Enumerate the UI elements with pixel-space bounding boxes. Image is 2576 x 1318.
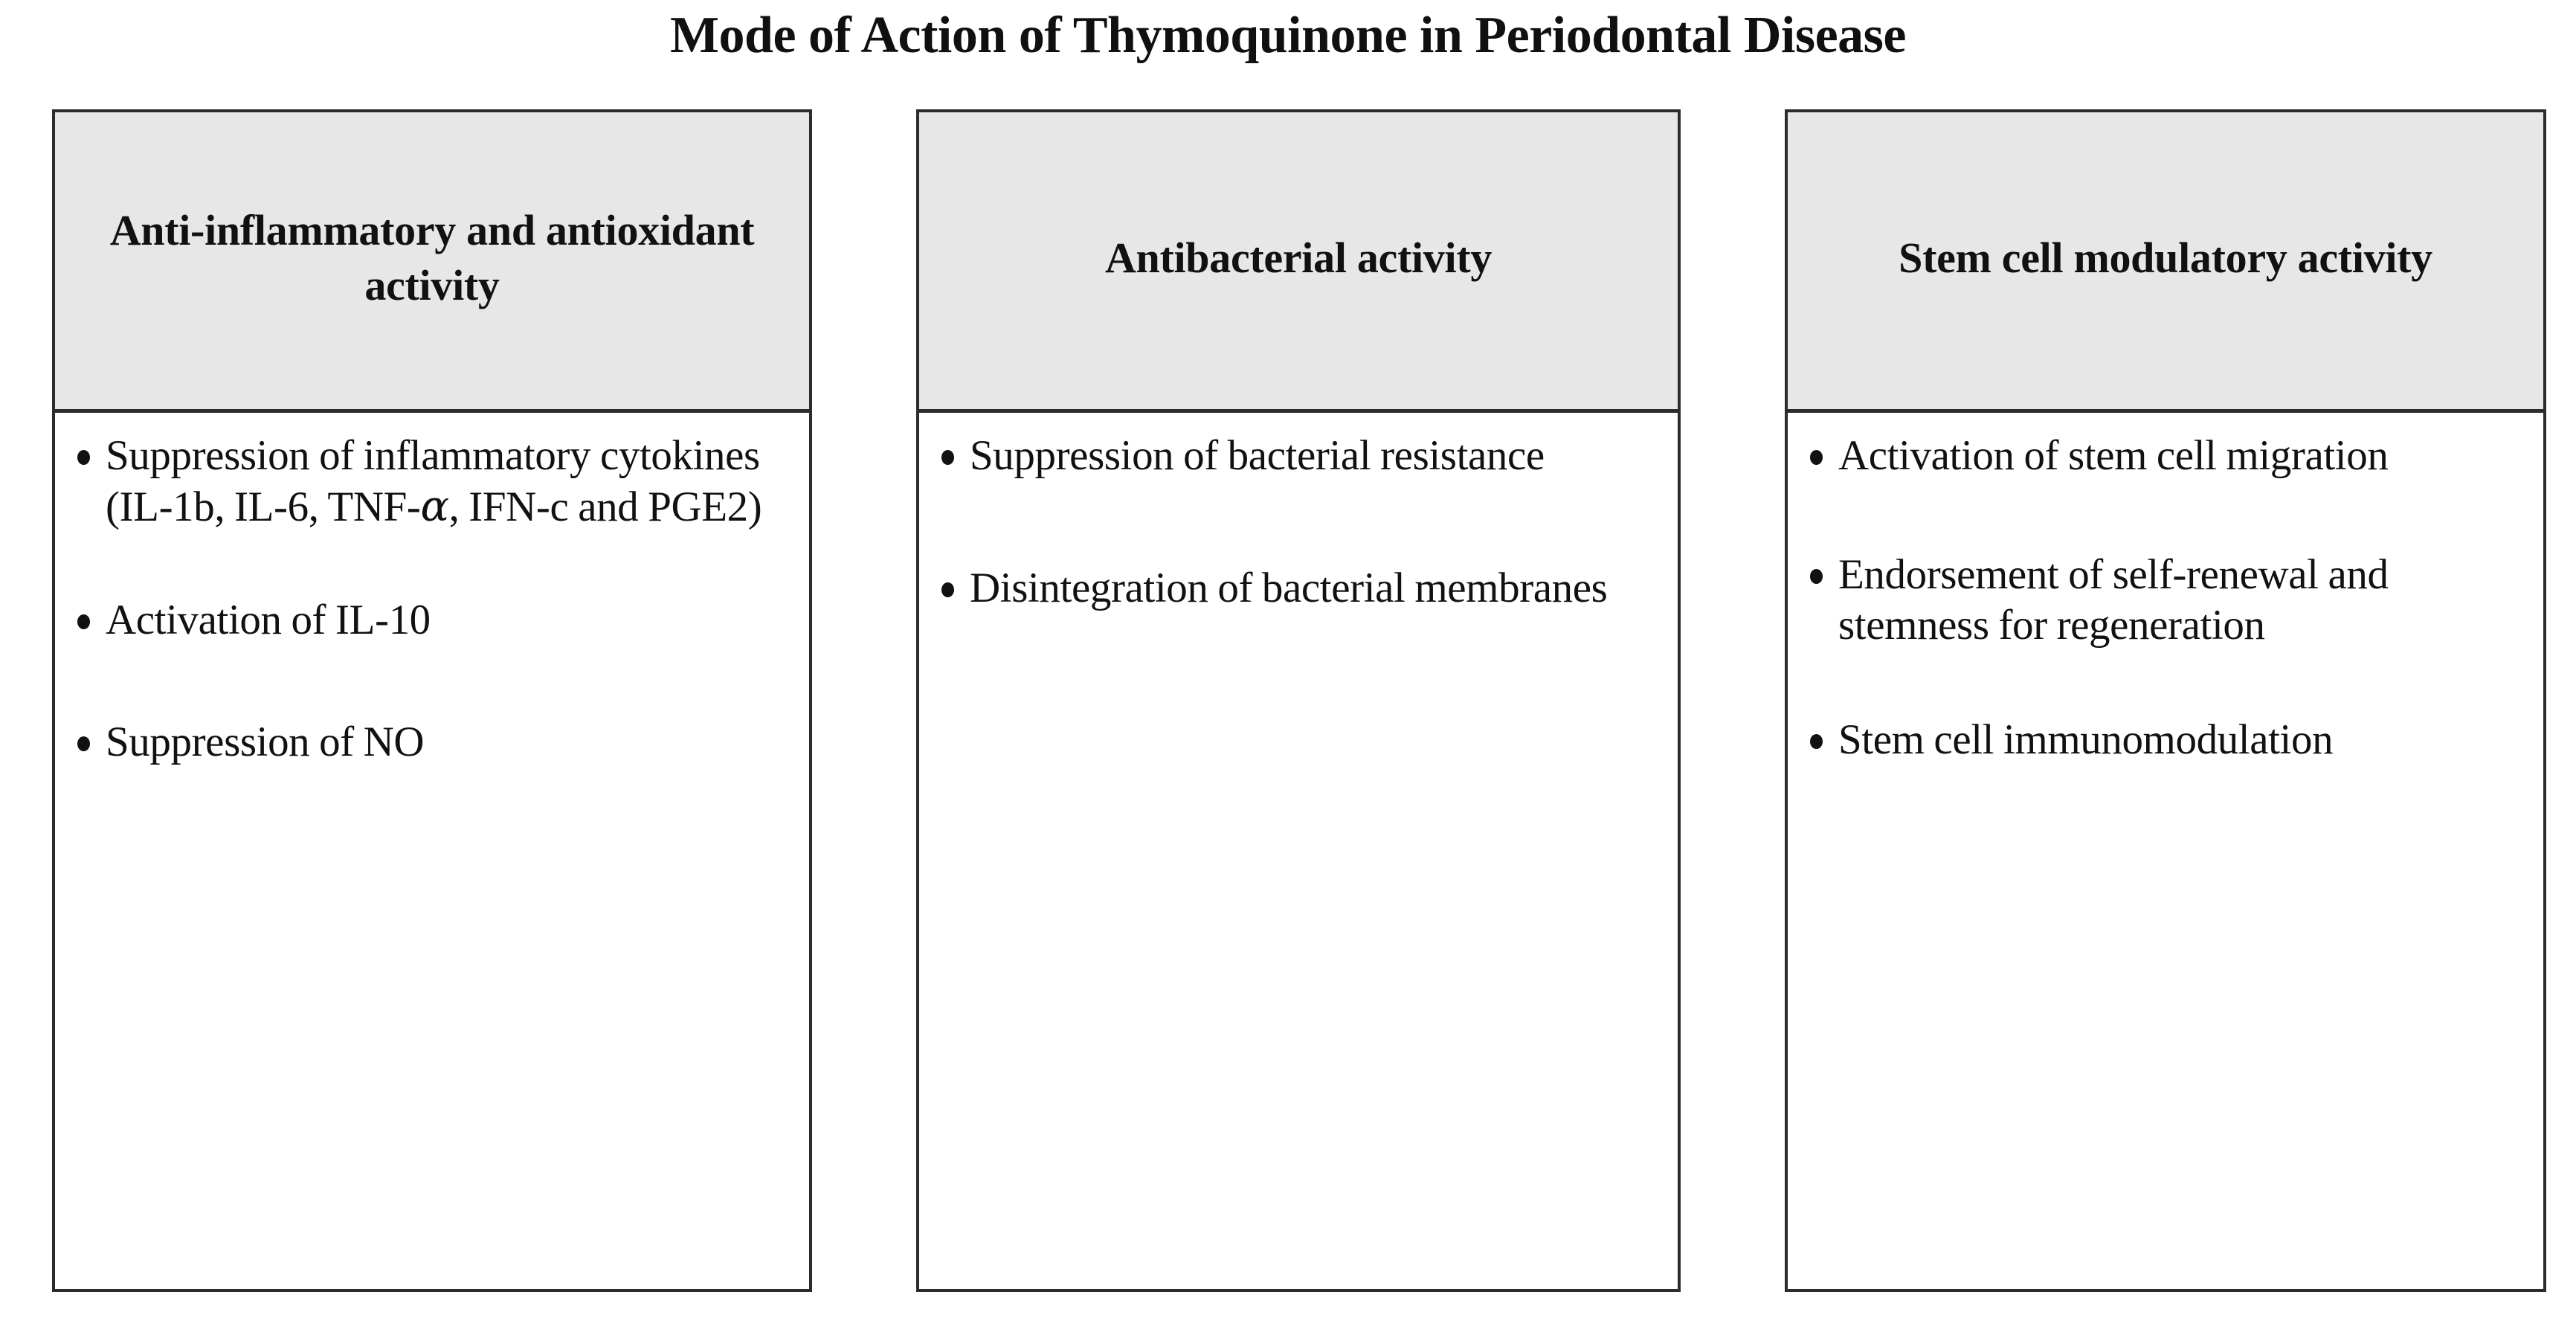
list-item: Activation of IL-10 bbox=[74, 595, 787, 646]
column-header-title: Anti-inflammatory and antioxidant activi… bbox=[109, 205, 755, 309]
bullet-list: Suppression of inflammatory cytokines (I… bbox=[74, 431, 787, 768]
column-header-title: Stem cell modulatory activity bbox=[1899, 233, 2432, 282]
list-item-text: Suppression of NO bbox=[106, 719, 425, 765]
figure-title: Mode of Action of Thymoquinone in Period… bbox=[669, 7, 1907, 64]
bullet-dot-icon bbox=[77, 614, 90, 629]
bullet-list: Suppression of bacterial resistance Disi… bbox=[938, 431, 1655, 614]
column-body-cell: Activation of stem cell migration Endors… bbox=[1788, 413, 2543, 1289]
bullet-dot-icon bbox=[941, 450, 954, 465]
column-header-cell: Stem cell modulatory activity bbox=[1788, 112, 2543, 413]
bullet-dot-icon bbox=[1810, 450, 1823, 465]
activity-column-antibacterial: Antibacterial activity Suppression of ba… bbox=[916, 109, 1681, 1292]
list-item-text: Stem cell immunomodulation bbox=[1838, 716, 2334, 763]
column-body-cell: Suppression of bacterial resistance Disi… bbox=[919, 413, 1678, 1289]
list-item-text: Activation of IL-10 bbox=[106, 597, 431, 643]
activity-column-anti-inflammatory: Anti-inflammatory and antioxidant activi… bbox=[52, 109, 812, 1292]
column-header-cell: Anti-inflammatory and antioxidant activi… bbox=[55, 112, 809, 413]
list-item-text-part: Suppression of inflammatory cytokines (I… bbox=[106, 432, 760, 530]
list-item-text: Endorsement of self-renewal and stemness… bbox=[1838, 551, 2389, 649]
column-header-title: Antibacterial activity bbox=[1104, 233, 1493, 282]
bullet-dot-icon bbox=[1810, 569, 1823, 584]
column-header-cell: Antibacterial activity bbox=[919, 112, 1678, 413]
greek-alpha-symbol: α bbox=[420, 482, 449, 531]
activity-columns-container: Anti-inflammatory and antioxidant activi… bbox=[52, 109, 2546, 1292]
column-body-cell: Suppression of inflammatory cytokines (I… bbox=[55, 413, 809, 1289]
activity-column-stem-cell: Stem cell modulatory activity Activation… bbox=[1785, 109, 2546, 1292]
list-item: Stem cell immunomodulation bbox=[1807, 715, 2521, 765]
list-item-text-part: , IFN-c and PGE2) bbox=[448, 483, 762, 530]
list-item-text: Disintegration of bacterial membranes bbox=[970, 565, 1608, 611]
list-item-text: Activation of stem cell migration bbox=[1838, 432, 2389, 479]
list-item-text: Suppression of bacterial resistance bbox=[970, 432, 1545, 479]
bullet-dot-icon bbox=[1810, 734, 1823, 749]
bullet-dot-icon bbox=[77, 736, 90, 751]
list-item: Activation of stem cell migration bbox=[1807, 431, 2521, 481]
list-item: Suppression of NO bbox=[74, 717, 787, 768]
list-item: Suppression of inflammatory cytokines (I… bbox=[74, 431, 787, 533]
list-item: Endorsement of self-renewal and stemness… bbox=[1807, 550, 2521, 651]
list-item: Disintegration of bacterial membranes bbox=[938, 563, 1655, 614]
list-item: Suppression of bacterial resistance bbox=[938, 431, 1655, 481]
bullet-dot-icon bbox=[77, 450, 90, 465]
bullet-list: Activation of stem cell migration Endors… bbox=[1807, 431, 2521, 765]
bullet-dot-icon bbox=[941, 582, 954, 597]
